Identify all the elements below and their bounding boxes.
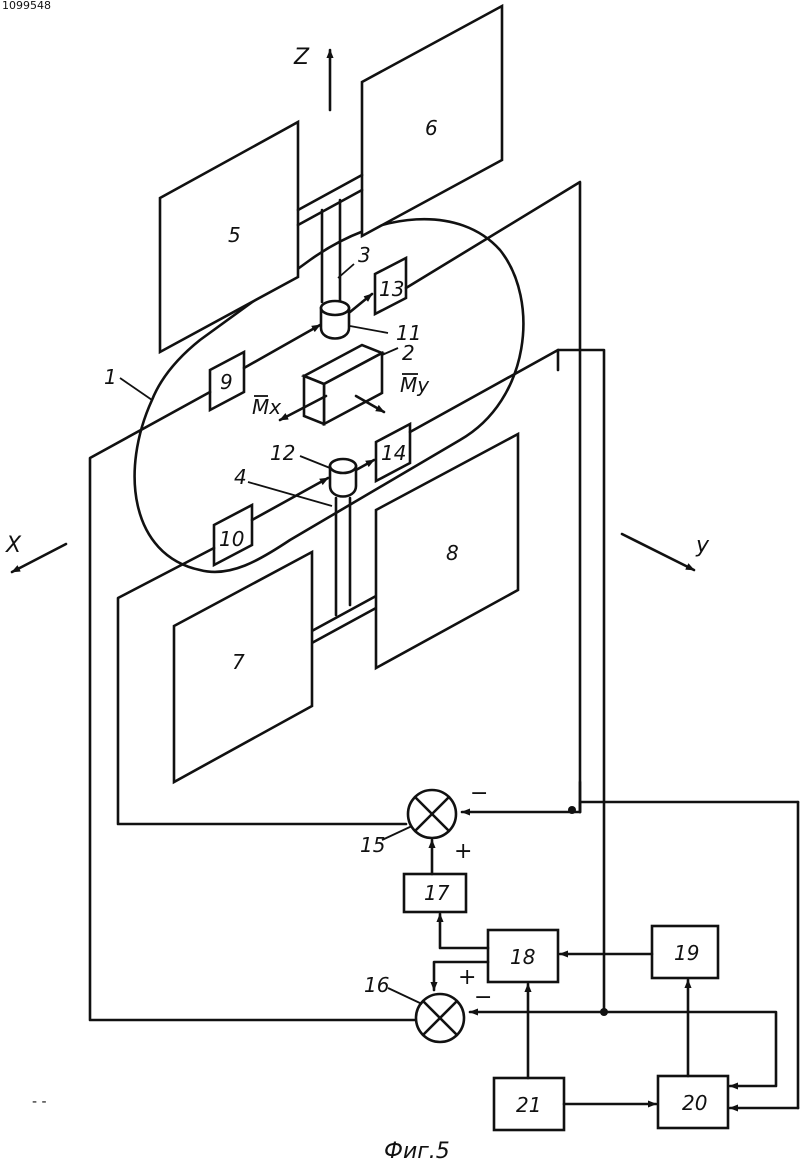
label-4: 4 — [234, 465, 247, 489]
label-7: 7 — [232, 650, 245, 674]
sensor-12-top — [330, 459, 356, 473]
label-19: 19 — [674, 941, 699, 965]
moment-my-label: My — [400, 373, 430, 397]
sign-minus-15: − — [470, 781, 488, 806]
arrow-11-13 — [350, 294, 372, 312]
label-18: 18 — [510, 945, 535, 969]
arrow-10-12 — [252, 478, 328, 520]
leader-12 — [300, 456, 330, 468]
x-axis-label: X — [5, 533, 22, 558]
leader-11 — [350, 326, 388, 333]
leader-15 — [382, 826, 412, 840]
sign-minus-16: − — [474, 985, 492, 1010]
leader-1 — [120, 378, 152, 400]
wire-14-upper — [410, 350, 558, 432]
label-9: 9 — [220, 370, 233, 394]
label-8: 8 — [446, 541, 459, 565]
label-16: 16 — [364, 973, 389, 997]
z-axis-label: Z — [293, 45, 310, 70]
label-6: 6 — [425, 116, 438, 140]
junction-dot-15 — [568, 806, 576, 814]
label-13: 13 — [379, 277, 404, 301]
figure-caption: Фиг.5 — [384, 1139, 450, 1164]
arrow-12-14 — [356, 460, 374, 470]
label-1: 1 — [104, 365, 117, 389]
arrow-18-17 — [440, 914, 488, 948]
label-20: 20 — [682, 1091, 707, 1115]
sensor-11-top — [321, 301, 349, 315]
label-10: 10 — [219, 527, 244, 551]
wire-to-15-minus — [462, 802, 798, 812]
arrow-9-11 — [244, 325, 320, 368]
doc-id: 1099548 — [2, 0, 51, 12]
leader-4 — [248, 482, 332, 506]
moment-mx-label: Mx — [252, 395, 281, 419]
label-21: 21 — [516, 1093, 541, 1117]
leader-16 — [388, 988, 422, 1004]
leader-2 — [382, 348, 398, 355]
y-axis-label: y — [695, 533, 710, 558]
bracket-upper-top — [298, 175, 362, 210]
bracket-upper-bottom — [298, 190, 362, 225]
margin-marks: - - — [32, 1094, 47, 1110]
y-axis-arrow — [622, 534, 694, 570]
sign-plus-15: + — [454, 839, 472, 864]
label-12: 12 — [270, 441, 295, 465]
label-3: 3 — [358, 243, 371, 267]
label-2: 2 — [402, 341, 415, 365]
label-15: 15 — [360, 833, 385, 857]
label-5: 5 — [228, 223, 241, 247]
label-17: 17 — [424, 881, 450, 905]
label-14: 14 — [381, 441, 406, 465]
